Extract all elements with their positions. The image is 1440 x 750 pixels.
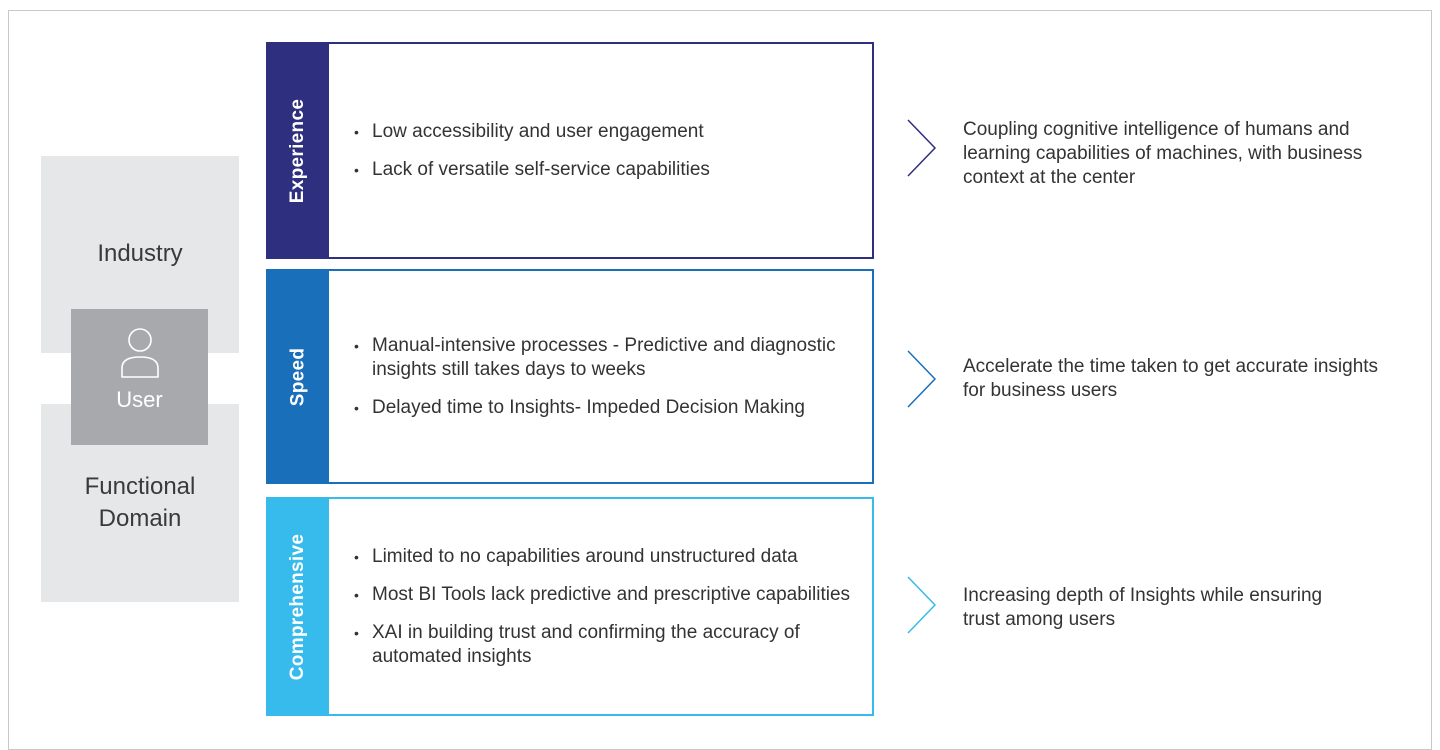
list-item: Lack of versatile self-service capabilit…: [354, 158, 858, 182]
user-box: User: [71, 309, 208, 445]
chevron-right-icon: [907, 576, 937, 634]
experience-tab: Experience: [268, 44, 329, 257]
row-comprehensive: Comprehensive Limited to no capabilities…: [266, 497, 874, 716]
comprehensive-outcome: Increasing depth of Insights while ensur…: [963, 585, 1323, 630]
comprehensive-items: Limited to no capabilities around unstru…: [354, 499, 858, 714]
experience-tab-label: Experience: [287, 98, 309, 203]
comprehensive-tab: Comprehensive: [268, 499, 329, 714]
list-item: Manual-intensive processes - Predictive …: [354, 334, 858, 382]
list-item: Delayed time to Insights- Impeded Decisi…: [354, 396, 858, 420]
row-experience: Experience Low accessibility and user en…: [266, 42, 874, 259]
row-speed: Speed Manual-intensive processes - Predi…: [266, 269, 874, 484]
list-item: Low accessibility and user engagement: [354, 120, 858, 144]
chevron-right-icon: [907, 350, 937, 408]
functional-domain-label: Functional Domain: [84, 472, 196, 532]
speed-outcome: Accelerate the time taken to get accurat…: [963, 356, 1379, 401]
speed-tab-label: Speed: [287, 347, 309, 406]
speed-tab: Speed: [268, 271, 329, 482]
user-label: User: [116, 387, 163, 412]
experience-outcome: Coupling cognitive intelligence of human…: [963, 119, 1363, 188]
comprehensive-tab-label: Comprehensive: [287, 533, 309, 680]
chevron-right-icon: [907, 119, 937, 177]
industry-label: Industry: [97, 240, 183, 268]
list-item: Most BI Tools lack predictive and prescr…: [354, 583, 858, 607]
speed-items: Manual-intensive processes - Predictive …: [354, 271, 858, 482]
list-item: XAI in building trust and confirming the…: [354, 621, 858, 669]
list-item: Limited to no capabilities around unstru…: [354, 545, 858, 569]
experience-items: Low accessibility and user engagement La…: [354, 44, 858, 257]
user-icon: [120, 328, 159, 378]
